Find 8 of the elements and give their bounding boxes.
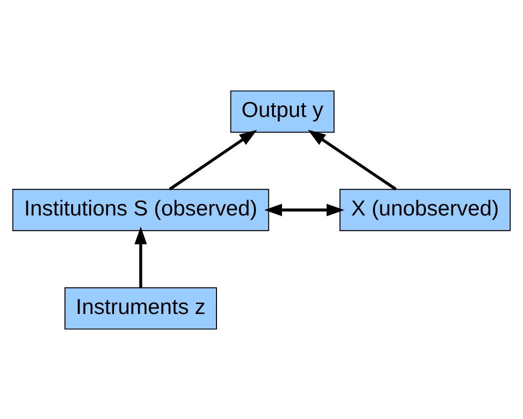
- arrow: [264, 203, 344, 216]
- arrow: [308, 129, 397, 190]
- node-box: Institutions S (observed): [12, 188, 270, 231]
- arrow: [134, 226, 147, 287]
- arrow: [168, 129, 258, 190]
- node-box: Output y: [230, 90, 335, 132]
- node-box: Instruments z: [64, 286, 217, 330]
- node-box: X (unobserved): [339, 188, 511, 231]
